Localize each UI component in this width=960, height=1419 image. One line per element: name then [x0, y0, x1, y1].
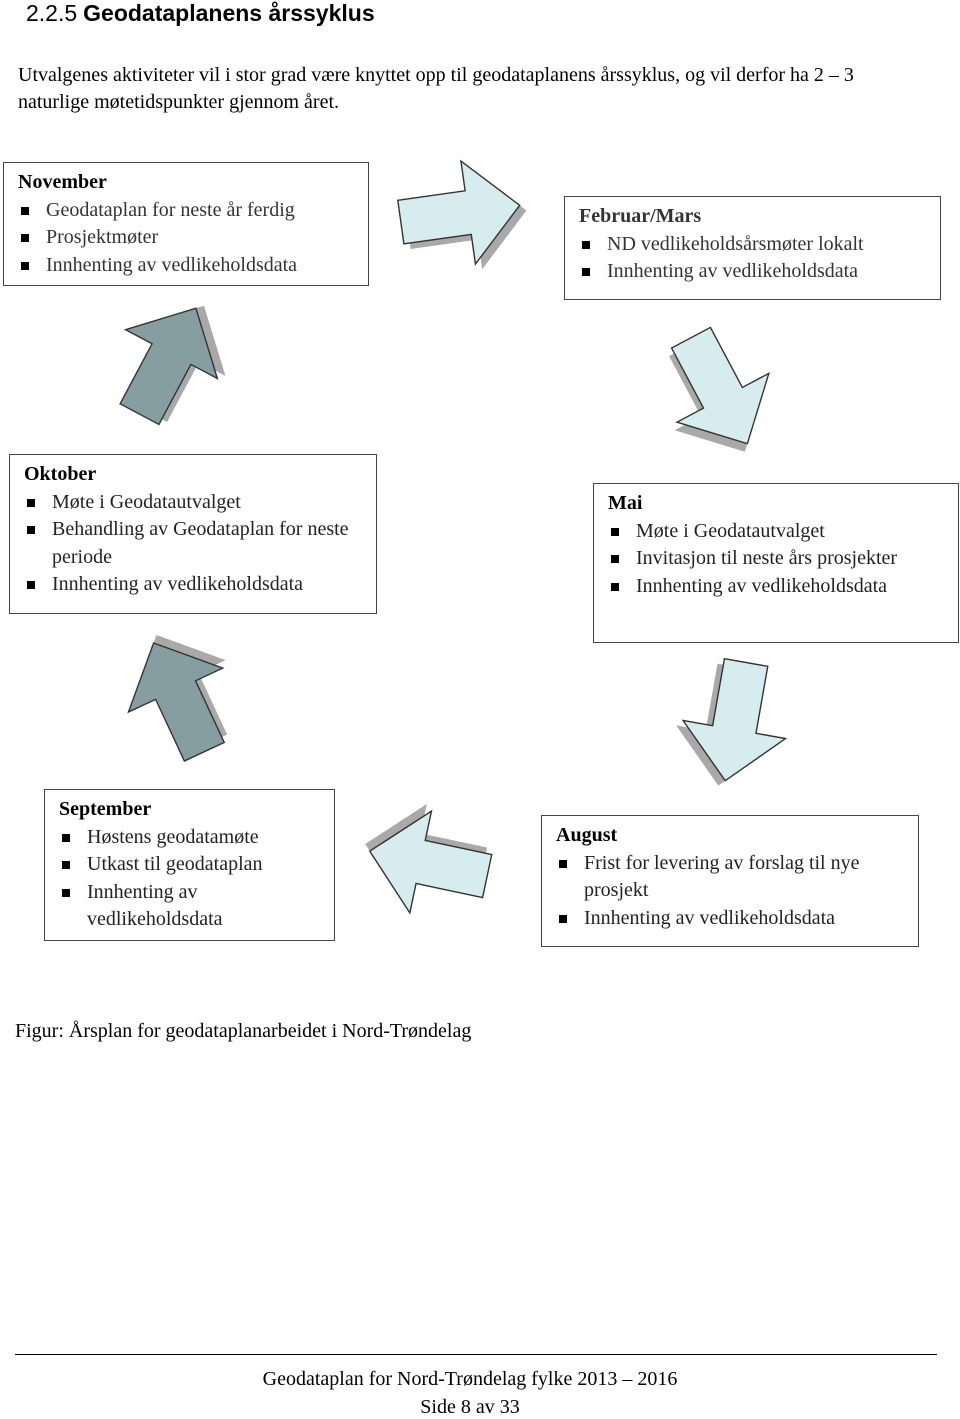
arrow-shape	[644, 312, 794, 469]
box-mai-list: Møte i Geodatautvalget Invitasjon til ne…	[608, 518, 948, 601]
section-title: Geodataplanens årssyklus	[83, 0, 375, 26]
arrow-mai-to-aug	[667, 652, 799, 795]
footer-divider	[15, 1354, 937, 1355]
list-item: Invitasjon til neste års prosjekter	[608, 545, 948, 573]
arrow-aug-to-sep	[354, 793, 499, 928]
list-item: ND vedlikeholdsårsmøter lokalt	[579, 231, 930, 259]
intro-paragraph: Utvalgenes aktiviteter vil i stor grad v…	[18, 64, 854, 113]
box-november-list: Geodataplan for neste år ferdig Prosjekt…	[18, 197, 358, 280]
arrow-feb-to-mai	[642, 312, 794, 477]
arrow-shape	[358, 799, 499, 928]
box-oktober: Oktober Møte i Geodatautvalget Behandlin…	[9, 454, 377, 614]
box-oktober-list: Møte i Geodatautvalget Behandling av Geo…	[24, 489, 366, 599]
list-item: Innhenting av vedlikeholdsdata	[579, 258, 930, 286]
list-item: Høstens geodatamøte	[59, 824, 324, 852]
footer-document-title: Geodataplan for Nord-Trøndelag fylke 201…	[262, 1368, 678, 1390]
box-september-list: Høstens geodatamøte Utkast til geodatapl…	[59, 824, 324, 934]
list-item: Geodataplan for neste år ferdig	[18, 197, 358, 225]
arrow-shape	[392, 153, 528, 275]
list-item: Innhenting av vedlikeholdsdata	[556, 905, 908, 933]
arrow-nov-to-feb	[392, 153, 534, 279]
box-september: September Høstens geodatamøte Utkast til…	[44, 789, 335, 941]
list-item: Behandling av Geodataplan for neste peri…	[24, 516, 366, 571]
list-item: Prosjektmøter	[18, 224, 358, 252]
box-oktober-title: Oktober	[24, 463, 97, 485]
list-item: Innhenting av vedlikeholdsdata	[59, 879, 324, 934]
footer-page-number: Side 8 av 33	[420, 1396, 520, 1418]
list-item: Utkast til geodataplan	[59, 851, 324, 879]
list-item: Møte i Geodatautvalget	[24, 489, 366, 517]
box-mai-title: Mai	[608, 492, 643, 514]
list-item: Frist for levering av forslag til nye pr…	[556, 850, 908, 905]
box-september-title: September	[59, 798, 152, 820]
box-februar-title: Februar/Mars	[579, 205, 702, 227]
section-number: 2.2.5	[26, 0, 78, 26]
box-august: August Frist for levering av forslag til…	[541, 815, 919, 947]
arrow-shape	[673, 652, 799, 791]
box-august-list: Frist for levering av forslag til nye pr…	[556, 850, 908, 933]
box-august-title: August	[556, 824, 618, 846]
list-item: Innhenting av vedlikeholdsdata	[18, 252, 358, 280]
arrow-sep-to-okt	[105, 613, 255, 775]
figure-caption: Figur: Årsplan for geodataplanarbeidet i…	[15, 1020, 472, 1042]
box-november: November Geodataplan for neste år ferdig…	[3, 162, 369, 286]
list-item: Innhenting av vedlikeholdsdata	[24, 571, 366, 599]
list-item: Møte i Geodatautvalget	[608, 518, 948, 546]
box-februar-list: ND vedlikeholdsårsmøter lokalt Innhentin…	[579, 231, 930, 286]
arrow-okt-to-nov	[92, 281, 250, 440]
box-februar-mars: Februar/Mars ND vedlikeholdsårsmøter lok…	[564, 196, 941, 300]
box-november-title: November	[18, 171, 107, 193]
box-mai: Mai Møte i Geodatautvalget Invitasjon ti…	[593, 483, 959, 643]
list-item: Innhenting av vedlikeholdsdata	[608, 573, 948, 601]
